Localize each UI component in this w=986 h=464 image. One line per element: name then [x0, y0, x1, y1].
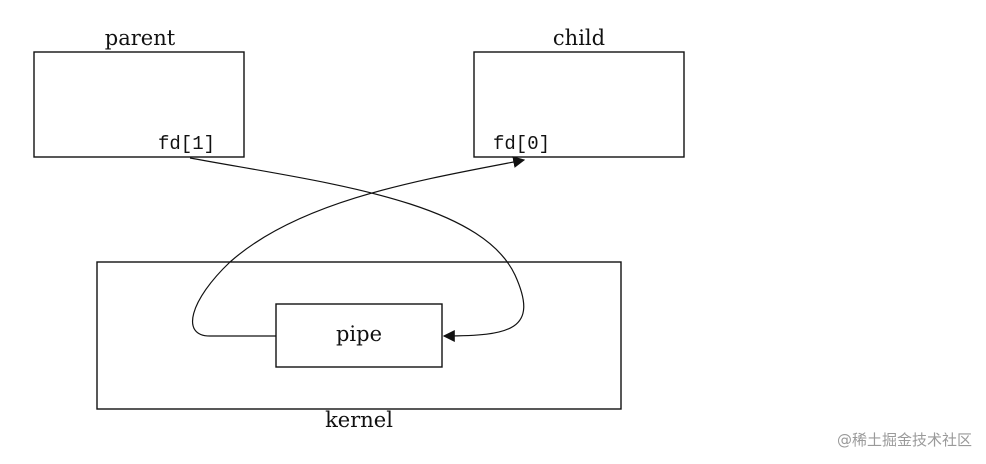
child-label: child	[553, 26, 605, 50]
pipe-label: pipe	[336, 322, 382, 346]
child-box	[473, 51, 685, 158]
watermark-text: @稀土掘金技术社区	[836, 431, 972, 449]
parent-process: parent fd[1]	[33, 26, 245, 158]
write-arrow	[189, 157, 525, 342]
parent-fd-label: fd[1]	[158, 133, 215, 155]
read-arrow	[192, 156, 526, 337]
kernel: kernel	[96, 261, 622, 432]
parent-box	[33, 51, 245, 158]
kernel-box	[96, 261, 622, 410]
child-process: child fd[0]	[473, 26, 685, 158]
kernel-label: kernel	[325, 408, 393, 432]
child-fd-label: fd[0]	[493, 133, 550, 155]
parent-label: parent	[105, 26, 176, 50]
pipe: pipe	[275, 303, 443, 368]
